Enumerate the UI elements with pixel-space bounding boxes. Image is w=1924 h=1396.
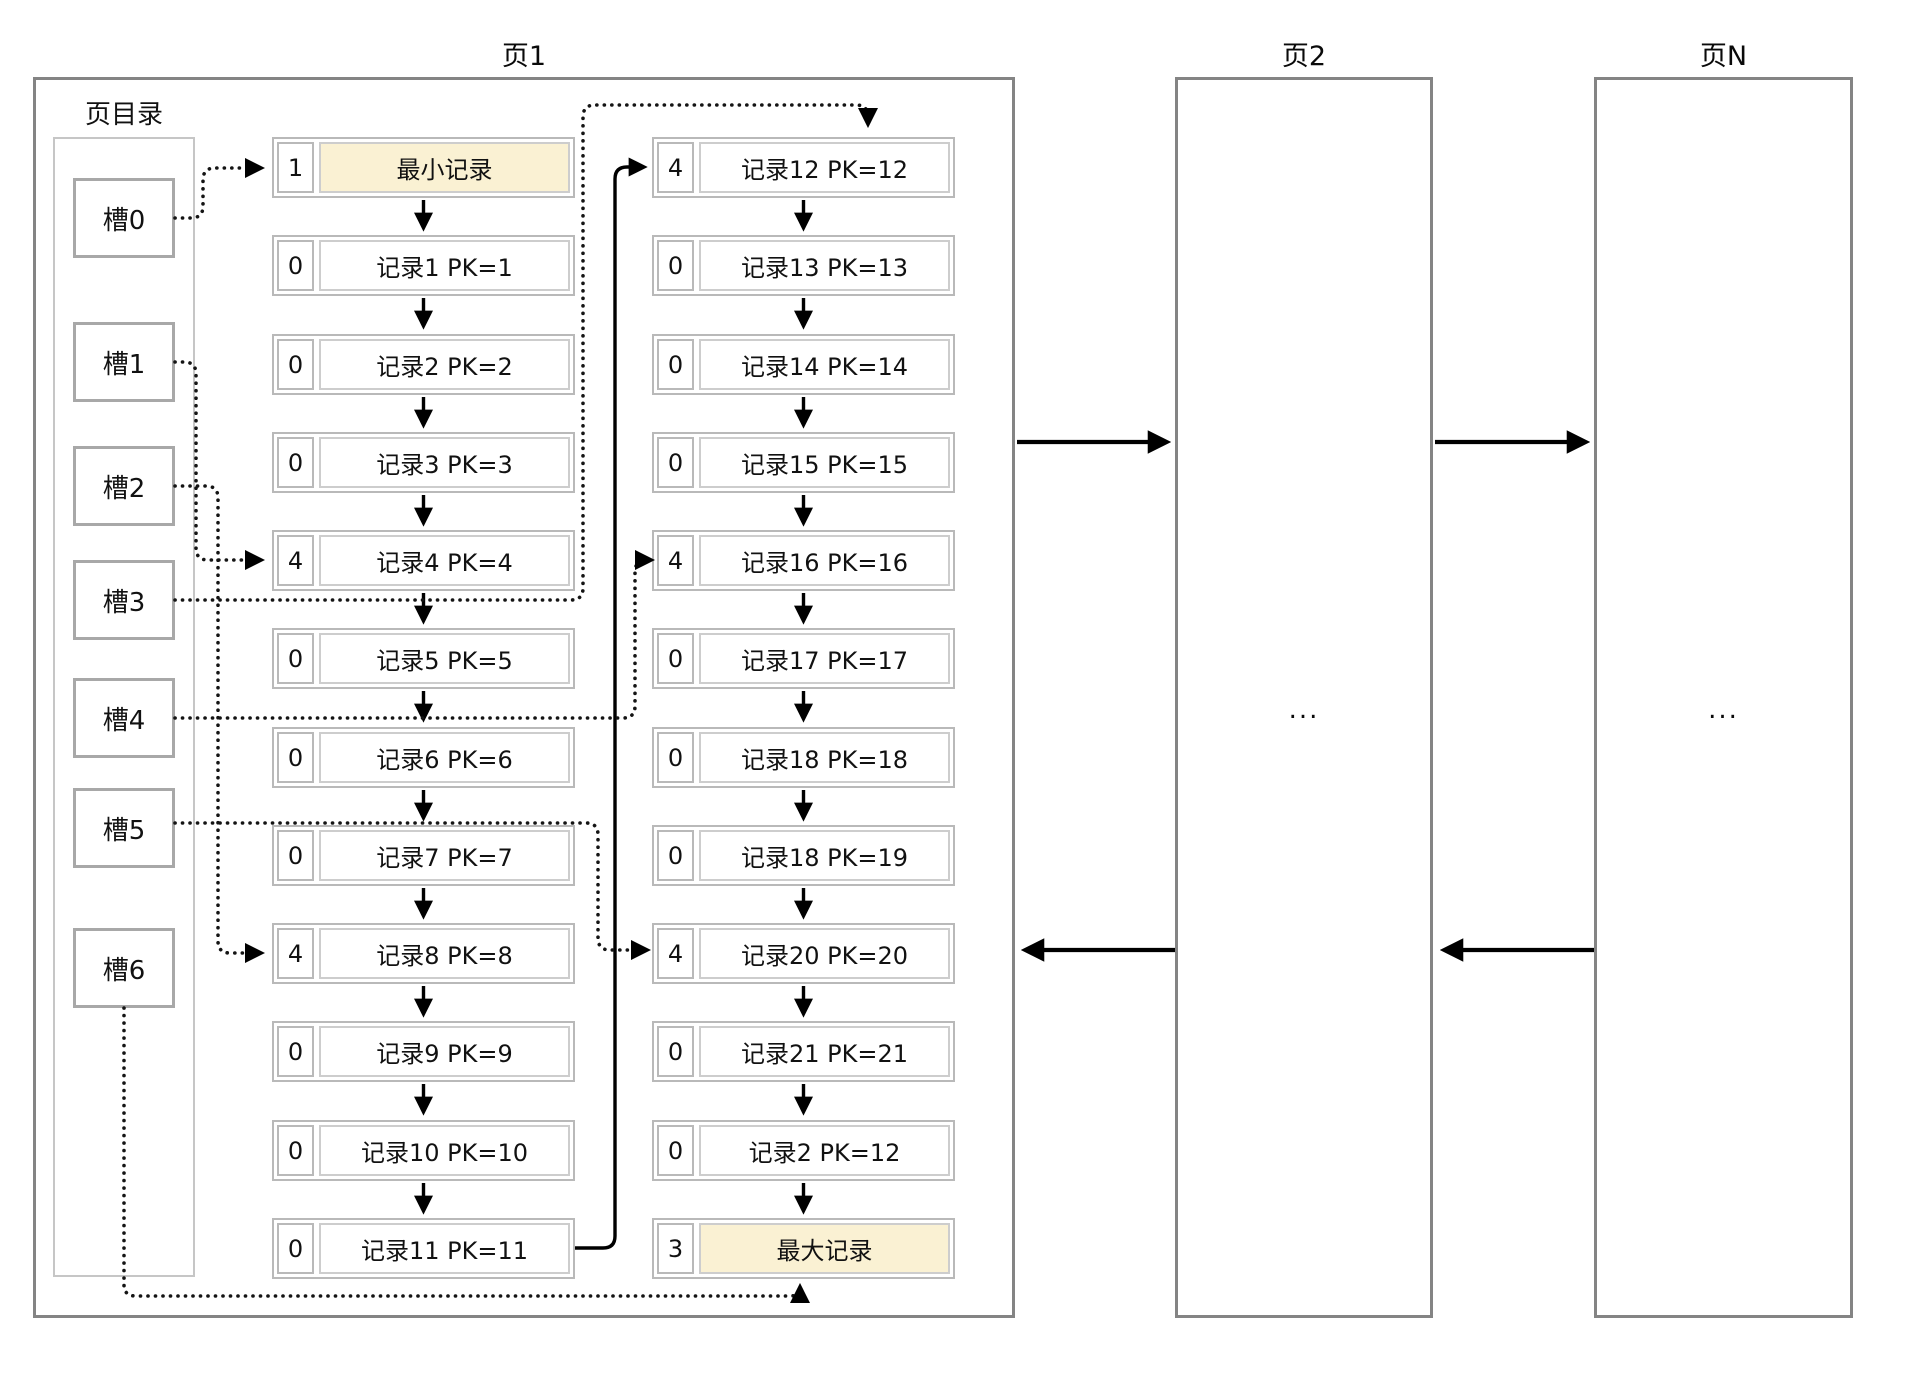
slot-5: 槽5	[73, 788, 175, 868]
record-count: 4	[657, 928, 694, 979]
record-label: 记录18 PK=18	[699, 732, 950, 783]
slot-2: 槽2	[73, 446, 175, 526]
page2-title: 页2	[1281, 41, 1327, 72]
record-label: 记录5 PK=5	[319, 633, 570, 684]
record-count: 0	[657, 732, 694, 783]
record-label: 记录14 PK=14	[699, 339, 950, 390]
page-directory-label: 页目录	[84, 100, 163, 130]
record-count: 0	[657, 1125, 694, 1176]
record-count: 4	[277, 928, 314, 979]
record-label: 记录2 PK=12	[699, 1125, 950, 1176]
record-count: 4	[657, 535, 694, 586]
record-label: 记录6 PK=6	[319, 732, 570, 783]
record-label: 记录18 PK=19	[699, 830, 950, 881]
record-label: 记录13 PK=13	[699, 240, 950, 291]
record-label: 记录3 PK=3	[319, 437, 570, 488]
page2-ellipsis: ...	[1288, 695, 1320, 725]
slot-0: 槽0	[73, 178, 175, 258]
record-label: 记录21 PK=21	[699, 1026, 950, 1077]
record-count: 0	[277, 240, 314, 291]
record-label: 记录11 PK=11	[319, 1223, 570, 1274]
record-count: 0	[657, 1026, 694, 1077]
record-label: 记录1 PK=1	[319, 240, 570, 291]
slot-4: 槽4	[73, 678, 175, 758]
pageN-box	[1594, 77, 1853, 1318]
record-label: 记录20 PK=20	[699, 928, 950, 979]
record-label: 记录4 PK=4	[319, 535, 570, 586]
pageN-ellipsis: ...	[1708, 695, 1739, 725]
record-label: 记录16 PK=16	[699, 535, 950, 586]
record-count: 0	[277, 633, 314, 684]
record-count: 0	[657, 240, 694, 291]
record-count: 4	[277, 535, 314, 586]
page1-title: 页1	[501, 41, 547, 72]
record-count: 0	[277, 1125, 314, 1176]
record-count: 1	[277, 142, 314, 193]
record-count: 0	[657, 830, 694, 881]
record-label: 记录7 PK=7	[319, 830, 570, 881]
slot-6: 槽6	[73, 928, 175, 1008]
record-label: 记录10 PK=10	[319, 1125, 570, 1176]
record-label: 记录8 PK=8	[319, 928, 570, 979]
record-label: 最小记录	[319, 142, 570, 193]
page2-box	[1175, 77, 1433, 1318]
record-label: 记录15 PK=15	[699, 437, 950, 488]
record-count: 0	[657, 633, 694, 684]
record-label: 记录12 PK=12	[699, 142, 950, 193]
record-label: 记录9 PK=9	[319, 1026, 570, 1077]
record-label: 记录2 PK=2	[319, 339, 570, 390]
pageN-title: 页N	[1699, 41, 1748, 72]
record-count: 0	[657, 339, 694, 390]
record-count: 3	[657, 1223, 694, 1274]
record-count: 0	[277, 732, 314, 783]
record-count: 0	[657, 437, 694, 488]
record-label: 记录17 PK=17	[699, 633, 950, 684]
record-count: 4	[657, 142, 694, 193]
record-count: 0	[277, 1223, 314, 1274]
record-count: 0	[277, 339, 314, 390]
slot-3: 槽3	[73, 560, 175, 640]
record-count: 0	[277, 1026, 314, 1077]
slot-1: 槽1	[73, 322, 175, 402]
record-count: 0	[277, 437, 314, 488]
record-count: 0	[277, 830, 314, 881]
record-label: 最大记录	[699, 1223, 950, 1274]
